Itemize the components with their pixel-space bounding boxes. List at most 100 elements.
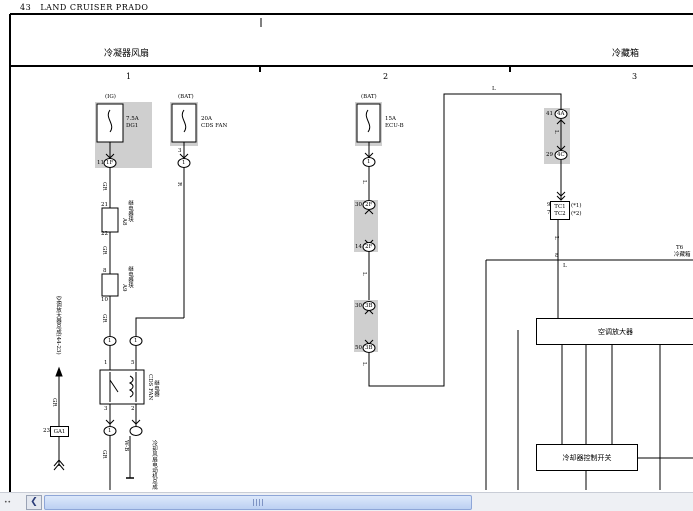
fuse-2-link (181, 109, 187, 133)
pin-9: 9 (547, 202, 551, 208)
source-bat-1: (BAT) (178, 94, 194, 100)
scroll-dots: •• (4, 499, 12, 506)
relay-block-a9-code: A9 (121, 284, 127, 292)
connector-fuse3-label: 1 (367, 159, 371, 165)
chevron-ga1-2 (53, 463, 65, 471)
note-motor: 冷却风扇电动机总成 (151, 440, 157, 490)
chevron-c5-out (105, 419, 115, 425)
section-right-title: 冷藏箱 (612, 49, 640, 59)
tc2-note: (*2) (571, 211, 582, 217)
fuse-1-name: DG1 (126, 123, 139, 129)
tc-block: TC1 TC2 (550, 201, 570, 220)
wire-color-14: W-B (123, 440, 129, 452)
chevron-tc-1 (556, 191, 566, 197)
connector-4c (554, 150, 568, 160)
pin-14: 14 (355, 244, 362, 250)
relay-block-a9 (101, 273, 119, 297)
tc1-label: TC1 (554, 203, 566, 210)
connector-3b-a (362, 301, 376, 311)
ac-amplifier-box: 空调放大器 (536, 318, 693, 345)
relay-block-a8-code: A8 (121, 218, 127, 226)
wire-color-12: L (553, 236, 559, 240)
pin-21: 21 (101, 202, 108, 208)
pin-10: 10 (101, 297, 108, 303)
connector-c6 (129, 336, 143, 346)
pin-3a: 3 (178, 148, 182, 154)
relay-block-a8-name: 继电器块 (127, 200, 133, 222)
relay-name: CDS FAN (147, 374, 153, 401)
pin-23: 23 (43, 428, 50, 434)
source-bat-2: (BAT) (361, 94, 377, 100)
pin-1: 1 (104, 360, 108, 366)
chevron-c6-out (131, 419, 141, 425)
column-1: 1 (126, 72, 132, 81)
fuse-3-rating: 15A (385, 116, 396, 122)
wires (58, 93, 693, 490)
section-left-title: 冷凝器风扇 (104, 49, 150, 59)
connector-c9-label: 1 (108, 428, 112, 434)
wire-fuse2-jog (135, 317, 184, 336)
wire-color-2: R (176, 182, 182, 187)
column-2: 2 (383, 72, 389, 81)
tc2-label: TC2 (554, 210, 566, 217)
wire-color-9: GR (51, 398, 57, 407)
pin-30: 30 (355, 202, 362, 208)
scroll-thumb[interactable] (44, 495, 472, 510)
wire-color-3: GR (101, 246, 107, 255)
page-header: 43 LAND CRUISER PRADO (20, 3, 148, 12)
connector-1f (103, 158, 117, 168)
diagram-frame (9, 13, 693, 492)
connector-1 (177, 158, 191, 168)
round-connectors (103, 109, 568, 436)
pin-7: 7 (547, 210, 551, 216)
wire-color-8: L (492, 86, 496, 92)
fuse-3-link (365, 109, 371, 133)
pin-2: 2 (131, 406, 135, 412)
connector-2f-a-label: 2F (365, 202, 373, 208)
fuse-2-name: CDS FAN (201, 123, 228, 129)
connector-c6-label: 1 (134, 338, 138, 344)
connector-1-label: 1 (182, 160, 186, 166)
fuse-1-link (107, 109, 113, 133)
connector-ga1: GA1 (50, 426, 69, 437)
pin-8b: 8 (555, 253, 559, 259)
wiring-diagram (9, 13, 693, 492)
fuse-2-rating: 20A (201, 116, 212, 122)
relay-body (99, 369, 145, 405)
pin-8a: 8 (103, 268, 107, 274)
connector-c10 (129, 426, 143, 436)
pin-11: 11 (97, 160, 104, 166)
connector-1f-label: 1F (106, 160, 114, 166)
page-number: 43 (20, 3, 32, 12)
pin-41: 41 (546, 111, 553, 117)
pin-30b: 30 (355, 303, 362, 309)
chevron-tc-2 (556, 195, 566, 201)
relay-blocks (101, 207, 119, 297)
connector-3b-b-label: 3B (365, 345, 373, 351)
relay-coil (128, 375, 134, 398)
wire-color-6: L (361, 272, 367, 276)
wire-color-5: L (361, 180, 367, 184)
scroll-left-button[interactable]: ❮ (26, 495, 42, 510)
wire-color-11: L (553, 130, 559, 134)
horizontal-scrollbar[interactable]: ❮ •• (0, 492, 693, 511)
arrows (53, 119, 566, 471)
fuse-3-name: ECU-B (385, 123, 404, 129)
t6-name: 冷藏箱 (674, 252, 691, 258)
connector-4a (554, 109, 568, 119)
connector-c5 (103, 336, 117, 346)
wire-color-10: GR (101, 450, 107, 459)
connector-fuse3 (362, 157, 376, 167)
pin-22: 22 (101, 231, 108, 237)
source-ig: (IG) (105, 94, 116, 100)
connector-2f-b-label: 2F (365, 244, 373, 250)
wire-col2-loop (368, 93, 562, 387)
wire-color-1: GR (101, 182, 107, 191)
pin-5: 5 (131, 360, 135, 366)
fuse-2 (171, 103, 197, 143)
chevron-ga1-1 (53, 459, 65, 467)
note-ac-amp: 空调放大器总成(44-23) (55, 296, 61, 355)
relay-switch-arm (109, 379, 119, 393)
chevron-4a (556, 119, 566, 125)
connector-2f-b (362, 242, 376, 252)
